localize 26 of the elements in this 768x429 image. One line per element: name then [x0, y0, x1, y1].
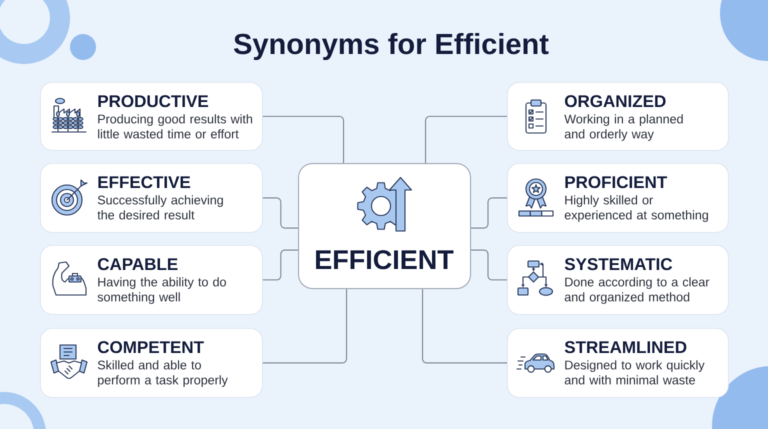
- central-word: EFFICIENT: [316, 250, 454, 270]
- connector-line: [262, 197, 298, 229]
- title: Synonyms for Efficient: [234, 32, 549, 60]
- description: Having the ability to do something well: [98, 277, 226, 304]
- connector-line: [471, 197, 507, 229]
- connector-line: [262, 116, 344, 163]
- connector-line: [262, 250, 298, 280]
- heading: SYSTEMATIC: [564, 258, 672, 270]
- connector-line: [425, 116, 507, 163]
- description: Designed to work quickly and with minimal waste: [564, 360, 705, 384]
- heading: ORGANIZED: [564, 95, 666, 108]
- description: Working in a planned and orderly way: [564, 114, 683, 141]
- heading: COMPETENT: [98, 341, 204, 354]
- connector-line: [471, 250, 507, 280]
- connector-line: [262, 289, 348, 364]
- description: Successfully achieving the desired result: [97, 195, 223, 220]
- description: Done according to a clear and organized method: [564, 277, 710, 304]
- description: Skilled and able to perform a task properly: [98, 360, 228, 387]
- heading: CAPABLE: [98, 258, 178, 270]
- description: Highly skilled or experienced at something: [564, 195, 708, 222]
- heading: STREAMLINED: [564, 341, 686, 354]
- heading: PROFICIENT: [565, 176, 668, 188]
- connector-line: [422, 289, 507, 364]
- description: Producing good results with little wasted time or effort: [98, 114, 252, 138]
- heading: EFFECTIVE: [98, 176, 190, 188]
- heading: PRODUCTIVE: [98, 95, 208, 108]
